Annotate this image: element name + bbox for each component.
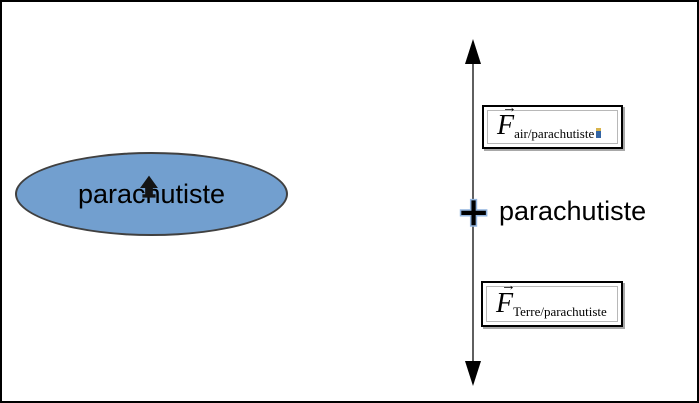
force-subscript: air/parachutiste [514,126,595,141]
force-symbol: F [496,288,514,319]
force-air-inner-frame: → F air/parachutiste [487,100,618,144]
force-earth-label: → F Terre/parachutiste [496,278,607,319]
up-arrowhead-icon [465,39,481,64]
vector-f-earth: → F [496,278,516,319]
force-subscript: Terre/parachutiste [513,304,607,319]
system-point-label: parachutiste [499,196,647,226]
down-arrowhead-icon [465,361,481,386]
force-symbol: F [497,110,515,141]
force-air-label: → F air/parachutiste [497,100,602,141]
vector-arrow-icon: → [502,100,517,116]
system-point-marker: + [446,184,501,242]
plus-icon: + [458,184,490,242]
force-earth-box: → F Terre/parachutiste [481,278,623,327]
pointer-mark-icon [140,175,158,198]
force-axis-line [472,58,474,366]
force-air-box: → F air/parachutiste [482,100,623,149]
caret-mark [596,128,602,138]
vector-arrow-icon: → [501,278,516,294]
force-earth-inner-frame: → F Terre/parachutiste [486,278,618,322]
vector-f-air: → F [497,100,517,141]
